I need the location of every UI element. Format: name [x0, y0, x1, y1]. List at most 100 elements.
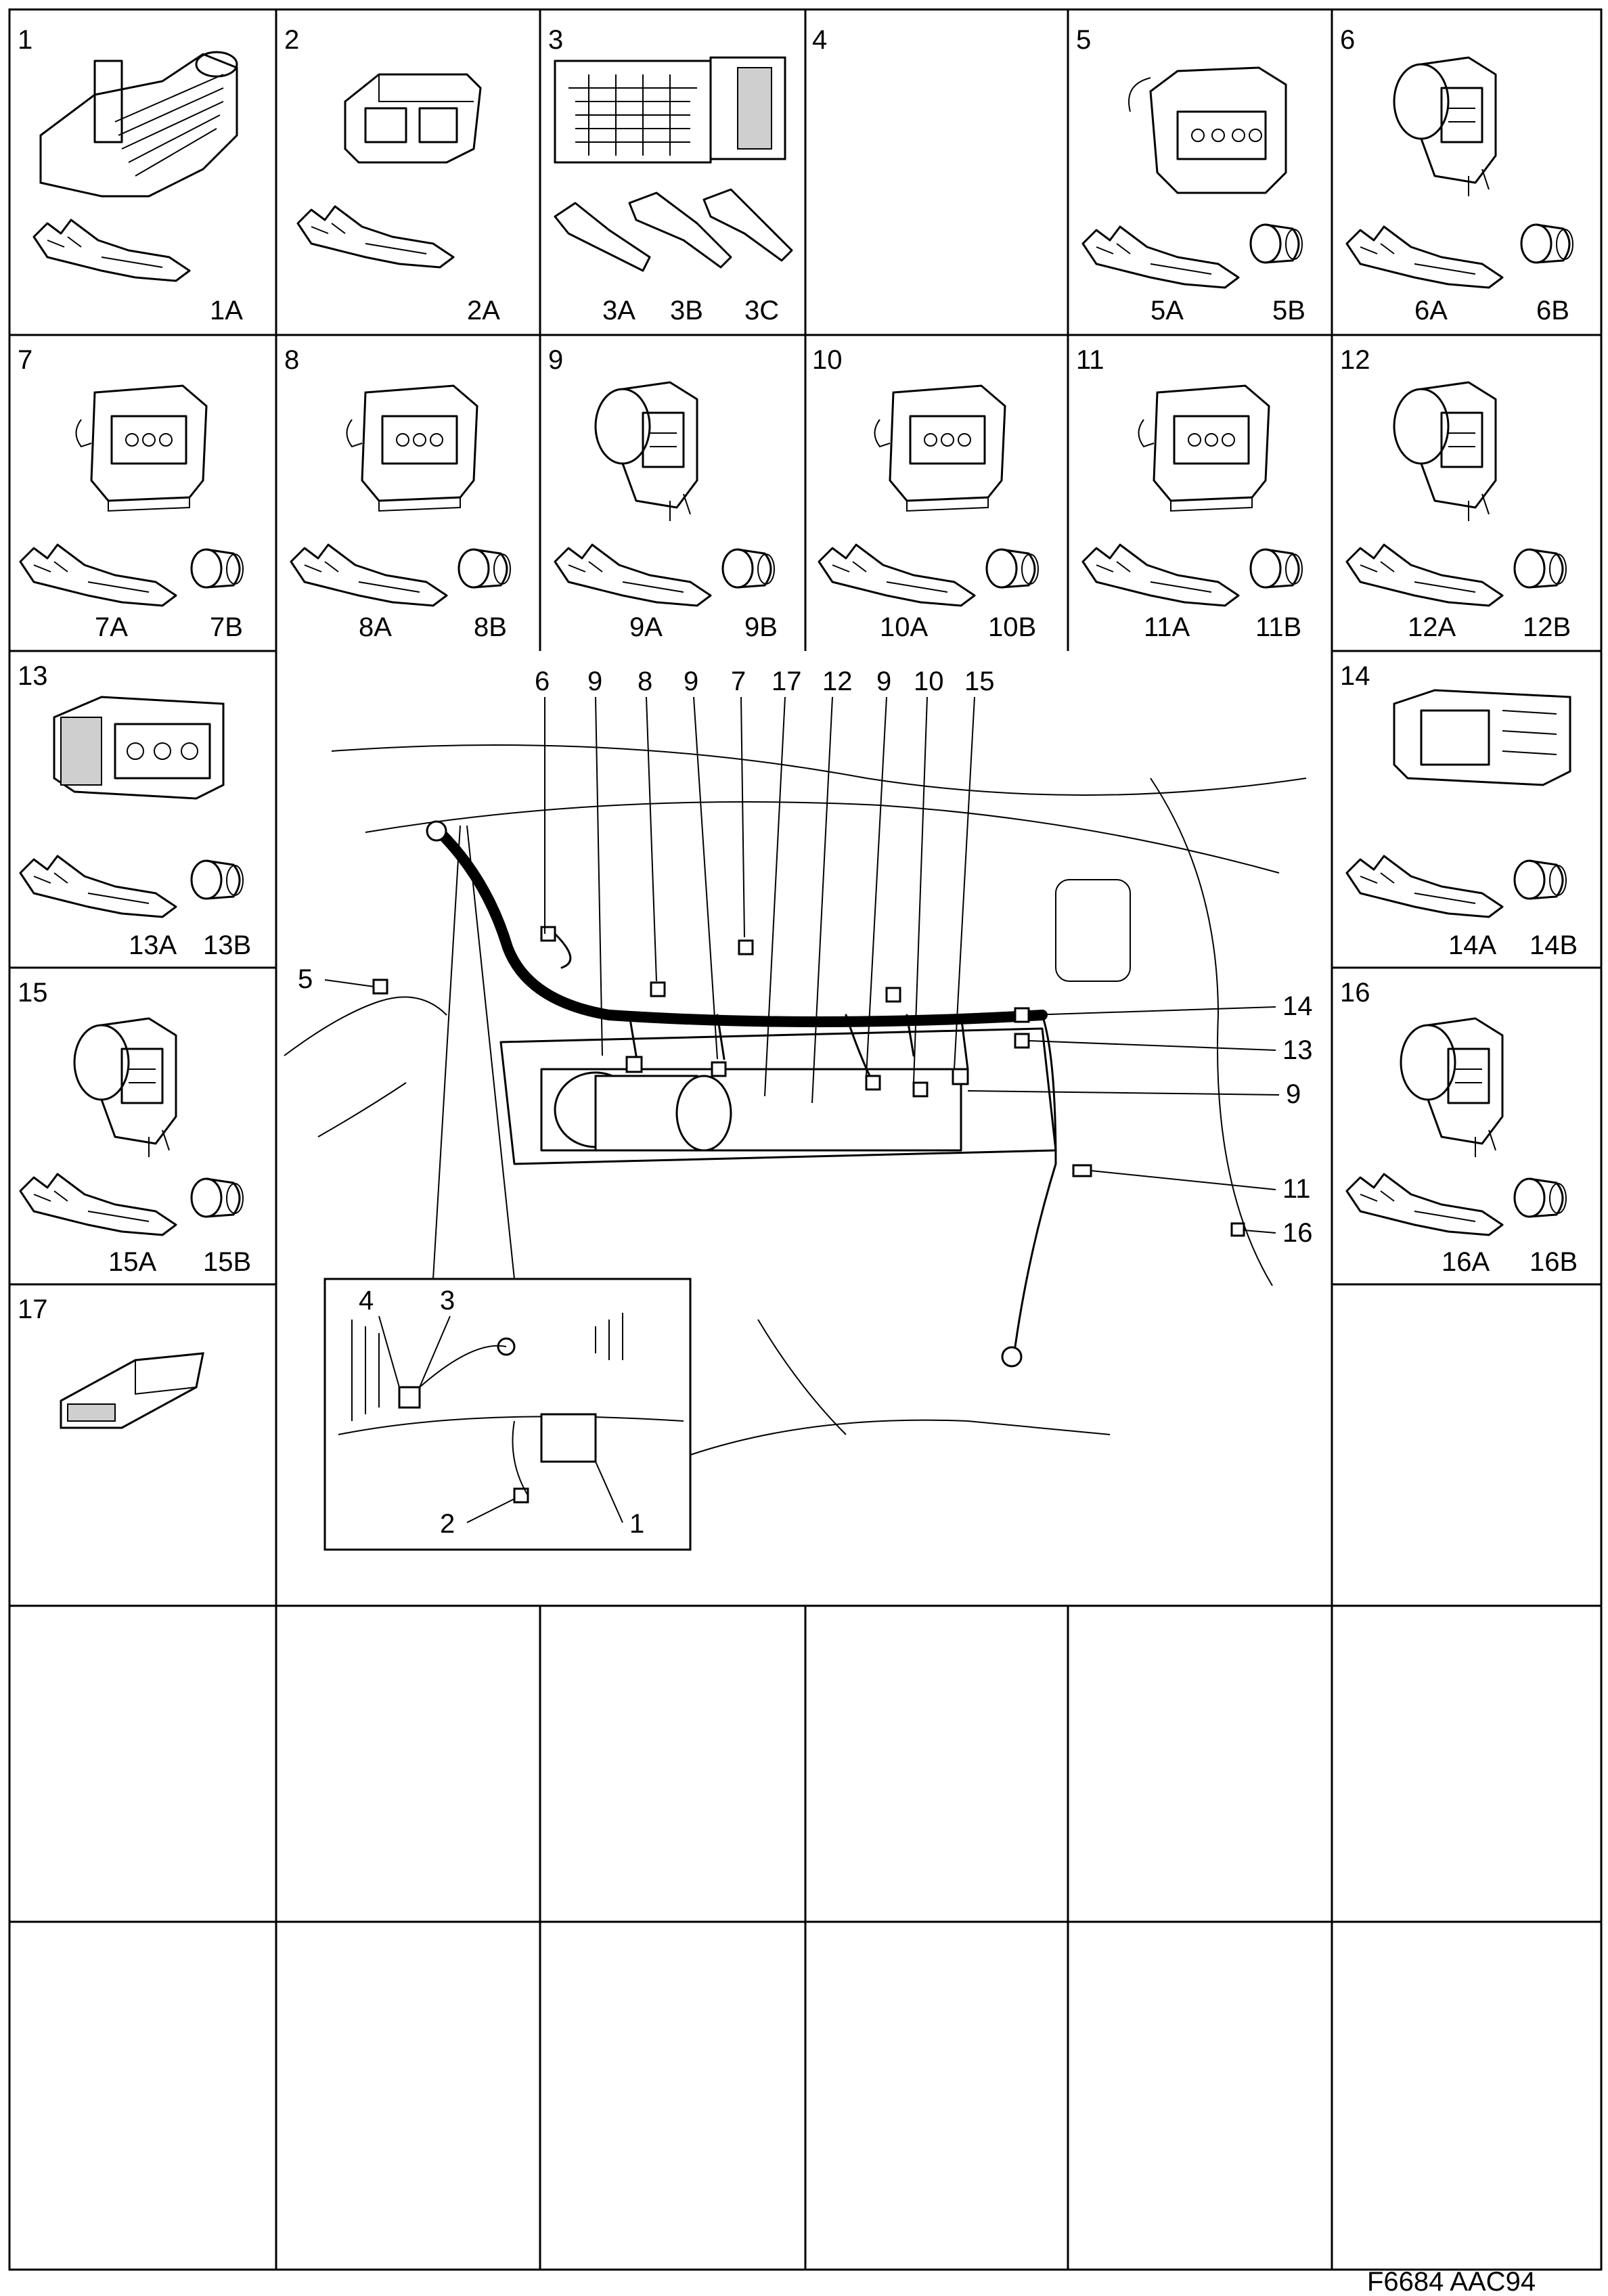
- cell-16-number: 16: [1340, 978, 1370, 1008]
- cell-15-drawing: 15A 15B: [19, 1017, 251, 1277]
- terminal-2a-icon: [296, 205, 455, 269]
- part-12a-label: 12A: [1408, 612, 1456, 642]
- cell-14-number: 14: [1340, 661, 1370, 691]
- cell-7-drawing: 7A 7B: [19, 384, 244, 642]
- part-8b-label: 8B: [474, 612, 507, 642]
- part-3c-label: 3C: [744, 296, 779, 325]
- cell-9-number: 9: [548, 345, 563, 375]
- part-16b-label: 16B: [1529, 1247, 1578, 1277]
- connector-7-icon: [75, 384, 208, 512]
- overview-top-callouts: 6 9 8 9 7 17 12 9 10 15: [535, 667, 995, 1104]
- callout-5: 5: [298, 964, 313, 994]
- part-14a-label: 14A: [1448, 930, 1496, 960]
- terminal-16a-icon: [1345, 1173, 1504, 1236]
- cell-10-number: 10: [812, 345, 843, 375]
- inset-callout-1: 1: [629, 1509, 644, 1539]
- terminal-9a-icon: [554, 543, 712, 607]
- callout-6: 6: [535, 667, 550, 696]
- part-13b-label: 13B: [203, 930, 251, 960]
- cell-6-number: 6: [1340, 25, 1355, 55]
- cell-17-number: 17: [18, 1295, 48, 1324]
- seal-13b-icon: [190, 859, 244, 900]
- seal-7b-icon: [190, 548, 244, 589]
- terminal-7a-icon: [19, 543, 177, 607]
- cell-12-number: 12: [1340, 345, 1370, 375]
- cell-11-drawing: 11A 11B: [1081, 384, 1303, 642]
- terminal-10a-icon: [818, 543, 976, 607]
- part-11a-label: 11A: [1144, 612, 1190, 642]
- part-3b-label: 3B: [670, 296, 703, 325]
- cell-7-number: 7: [18, 345, 32, 375]
- ecu-connector-icon: [39, 51, 238, 198]
- overview-right-callouts: 14 13 9 11 16: [967, 991, 1313, 1248]
- part-13a-label: 13A: [129, 930, 177, 960]
- terminal-12a-icon: [1345, 543, 1504, 607]
- flat-connector-17-icon: [60, 1352, 204, 1429]
- cell-8-drawing: 8A 8B: [290, 384, 512, 642]
- seal-8b-icon: [457, 548, 512, 589]
- cell-13-number: 13: [18, 661, 48, 691]
- cell-1-drawing: 1A: [32, 51, 243, 325]
- cell-3-drawing: 3A 3B 3C: [554, 56, 793, 325]
- seal-15b-icon: [190, 1177, 244, 1218]
- part-7b-label: 7B: [210, 612, 243, 642]
- cell-12-drawing: 12A 12B: [1345, 381, 1571, 642]
- connector-14-icon: [1393, 689, 1571, 786]
- cell-11-number: 11: [1076, 345, 1104, 375]
- engine-bay-overview: 6 9 8 9 7 17 12 9 10 15 5 14 13 9 11 16: [284, 667, 1313, 1551]
- part-15b-label: 15B: [203, 1247, 251, 1277]
- cell-15-number: 15: [18, 978, 48, 1008]
- connector-13-icon: [53, 696, 225, 800]
- seal-9b-icon: [721, 548, 776, 589]
- connector-5-icon: [1128, 66, 1287, 194]
- part-5b-label: 5B: [1272, 296, 1305, 325]
- part-9b-label: 9B: [744, 612, 778, 642]
- cell-9-drawing: 9A 9B: [554, 381, 778, 642]
- terminal-13a-icon: [19, 855, 177, 918]
- part-10b-label: 10B: [988, 612, 1036, 642]
- cell-13-drawing: 13A 13B: [19, 696, 251, 960]
- terminal-8a-icon: [290, 543, 448, 607]
- cell-3-number: 3: [548, 25, 563, 55]
- callout-9a: 9: [587, 667, 602, 696]
- part-10a-label: 10A: [880, 612, 928, 642]
- connector-12-icon: [1393, 381, 1497, 522]
- connector-9-icon: [594, 381, 698, 522]
- terminal-1a-icon: [32, 219, 191, 282]
- terminal-3c-icon: [702, 188, 793, 262]
- callout-10: 10: [914, 667, 944, 696]
- terminal-3a-icon: [554, 202, 651, 272]
- part-7a-label: 7A: [95, 612, 128, 642]
- callout-9b: 9: [684, 667, 698, 696]
- cell-2-drawing: 2A: [296, 73, 500, 325]
- part-16a-label: 16A: [1442, 1247, 1490, 1277]
- seal-14b-icon: [1513, 859, 1567, 900]
- cell-6-drawing: 6A 6B: [1345, 56, 1574, 325]
- callout-16: 16: [1282, 1218, 1313, 1248]
- cell-4-number: 4: [812, 25, 827, 55]
- callout-12: 12: [822, 667, 853, 696]
- terminal-3b-icon: [628, 192, 732, 269]
- callout-13: 13: [1282, 1035, 1313, 1065]
- part-15a-label: 15A: [108, 1247, 156, 1277]
- seal-10b-icon: [985, 548, 1040, 589]
- terminal-14a-icon: [1345, 855, 1504, 918]
- part-6b-label: 6B: [1536, 296, 1569, 325]
- seal-12b-icon: [1513, 548, 1567, 589]
- terminal-15a-icon: [19, 1173, 177, 1236]
- connector-2-icon: [344, 73, 482, 164]
- callout-7: 7: [731, 667, 746, 696]
- cell-8-number: 8: [284, 345, 299, 375]
- callout-9c: 9: [876, 667, 891, 696]
- cell-1-number: 1: [18, 25, 32, 55]
- seal-11b-icon: [1249, 548, 1303, 589]
- cell-10-drawing: 10A 10B: [818, 384, 1040, 642]
- cell-17-drawing: [60, 1352, 204, 1429]
- cell-numbers: 1 2 3 4 5 6 7 8 9 10 11 12 13 14 15 16 1…: [18, 25, 1370, 1324]
- connector-16-icon: [1400, 1017, 1504, 1158]
- callout-14: 14: [1282, 991, 1313, 1021]
- part-2a-label: 2A: [467, 296, 500, 325]
- terminal-5a-icon: [1081, 225, 1240, 289]
- part-3a-label: 3A: [602, 296, 635, 325]
